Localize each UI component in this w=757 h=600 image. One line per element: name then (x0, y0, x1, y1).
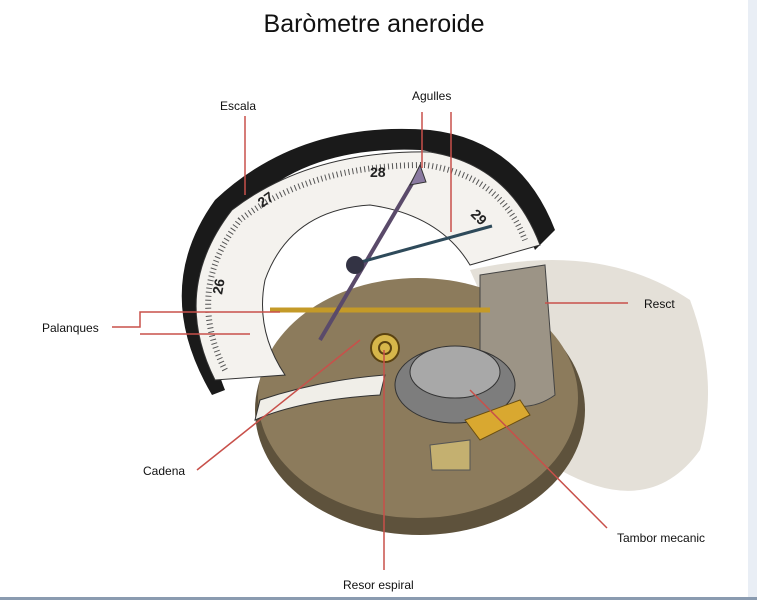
scale-ring (195, 151, 541, 381)
label-cadena: Cadena (143, 464, 186, 478)
scale-number-26: 26 (209, 277, 227, 295)
needle-1 (318, 168, 422, 342)
label-tambor-mecanic: Tambor mecanic (617, 531, 706, 545)
spiral-spring (370, 333, 400, 363)
bottom-border (0, 597, 757, 600)
diagram-title: Baròmetre aneroide (263, 10, 485, 38)
label-escala: Escala (220, 99, 257, 113)
needle-2 (349, 224, 493, 267)
leader-lines (112, 112, 628, 570)
label-palanques: Palanques (42, 321, 99, 335)
inner-arc (254, 374, 386, 421)
scale-number-28: 28 (370, 164, 386, 180)
label-resor-espiral: Resor espiral (343, 578, 414, 592)
label-agulles: Agulles (412, 89, 452, 103)
right-scroll-strip (748, 0, 757, 600)
label-resct: Resct (644, 297, 675, 311)
tambor-bracket (464, 399, 531, 441)
